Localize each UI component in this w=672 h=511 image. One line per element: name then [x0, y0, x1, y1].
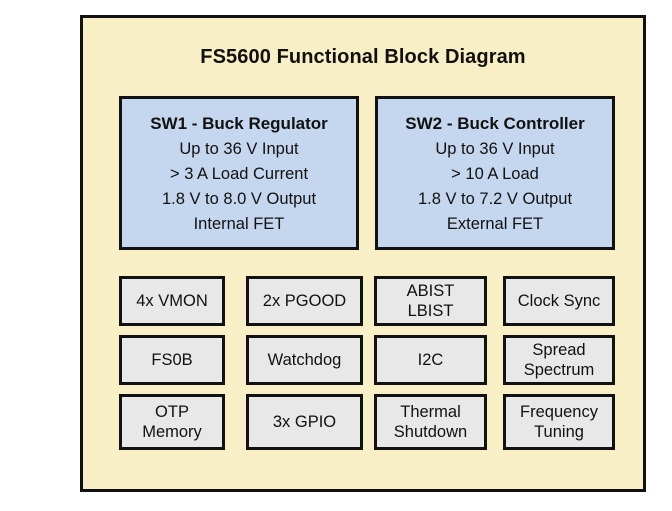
block-clock-sync: Clock Sync [503, 276, 615, 326]
block-4x-vmon: 4x VMON [119, 276, 225, 326]
block-thermal-shutdown: Thermal Shutdown [374, 394, 487, 450]
sw1-title: SW1 - Buck Regulator [150, 113, 328, 133]
block-i2c: I2C [374, 335, 487, 385]
block-label: Watchdog [267, 350, 342, 369]
sw1-spec-line: > 3 A Load Current [169, 164, 309, 183]
sw2-title: SW2 - Buck Controller [405, 113, 585, 133]
block-spread-spectrum: Spread Spectrum [503, 335, 615, 385]
block-label: Clock Sync [517, 291, 601, 310]
block-label: FS0B [151, 350, 193, 369]
block-label: Thermal [400, 402, 461, 421]
block-label: I2C [417, 350, 444, 369]
block-otp-memory: OTP Memory [119, 394, 225, 450]
block-frequency-tuning: Frequency Tuning [503, 394, 615, 450]
sw1-spec-line: Internal FET [193, 214, 285, 233]
sw2-spec-line: Up to 36 V Input [435, 139, 555, 158]
block-abist-lbist: ABIST LBIST [374, 276, 487, 326]
block-label: 2x PGOOD [262, 291, 347, 310]
block-diagram-frame: FS5600 Functional Block Diagram SW1 - Bu… [80, 15, 646, 492]
block-label: Frequency [520, 402, 598, 421]
block-label: Spread [532, 340, 586, 359]
block-label: LBIST [407, 302, 454, 320]
block-label: Shutdown [393, 423, 468, 441]
sw2-spec-line: 1.8 V to 7.2 V Output [417, 189, 573, 208]
block-label: Spectrum [523, 361, 595, 379]
block-label: OTP [155, 402, 189, 421]
sw1-spec-line: Up to 36 V Input [179, 139, 299, 158]
block-sw2-buck-controller: SW2 - Buck Controller Up to 36 V Input >… [375, 96, 615, 250]
diagram-title: FS5600 Functional Block Diagram [200, 46, 526, 68]
block-2x-pgood: 2x PGOOD [246, 276, 363, 326]
block-label: ABIST [406, 281, 455, 300]
block-watchdog: Watchdog [246, 335, 363, 385]
block-label: 3x GPIO [272, 412, 337, 431]
sw2-spec-line: > 10 A Load [451, 164, 539, 183]
block-sw1-buck-regulator: SW1 - Buck Regulator Up to 36 V Input > … [119, 96, 359, 250]
block-3x-gpio: 3x GPIO [246, 394, 363, 450]
block-fs0b: FS0B [119, 335, 225, 385]
sw2-spec-line: External FET [446, 214, 544, 233]
sw1-spec-line: 1.8 V to 8.0 V Output [161, 189, 317, 208]
block-label: 4x VMON [136, 291, 208, 310]
block-label: Memory [142, 423, 202, 441]
block-label: Tuning [534, 423, 584, 441]
